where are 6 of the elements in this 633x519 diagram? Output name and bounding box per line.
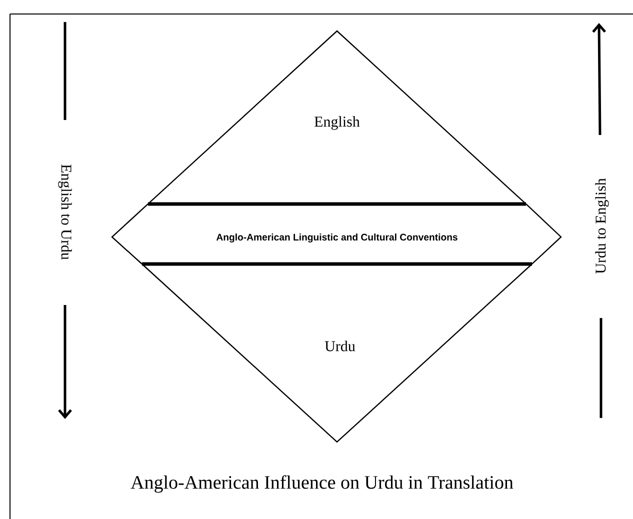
triangle-section: Urdu [142,264,532,443]
direction-label: Urdu to English [595,178,609,274]
triangle-section: English [148,30,526,204]
caption: Anglo-American Influence on Urdu in Translation [130,475,514,493]
band: Anglo-American Linguistic and Cultural Conventions [111,202,562,266]
direction-label: English to Urdu [58,164,72,260]
